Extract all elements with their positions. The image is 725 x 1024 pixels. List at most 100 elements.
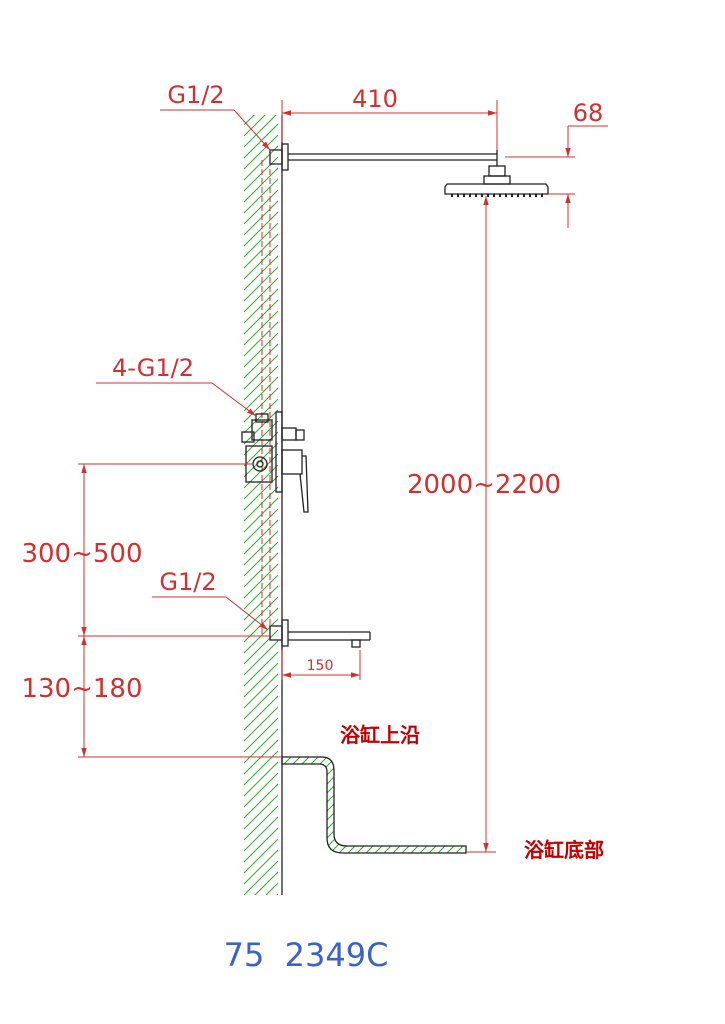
hatch-line [244,222,278,258]
dim-head-height-label: 2000~2200 [407,470,561,500]
hatch-line [244,387,278,423]
hatch-line [244,115,255,126]
hatch-line [244,662,278,698]
hatch-line [282,757,466,850]
dim-spout-height-label: 130~180 [21,674,142,704]
hatch-line [244,794,278,830]
hatch-line [244,761,278,797]
hatch-line [244,299,278,335]
hatch-line [244,343,278,379]
hatch-line [280,560,470,750]
hatch-line [244,442,278,478]
hatch-line [282,757,466,853]
dim-valve-height-label: 300~500 [21,539,142,569]
hatch-line [282,829,466,853]
hatch-line [282,757,466,814]
hatch-line [244,651,278,687]
hatch-line [244,255,278,291]
hatch-line [244,816,278,852]
bath-spout [269,619,371,648]
hatch-line [244,728,278,764]
dim-left-heights [78,463,282,758]
hatch-line [244,310,278,346]
hatch-line [244,321,278,357]
hatch-line [244,497,278,533]
hatch-line [244,145,278,181]
hatch-line [244,288,278,324]
hatch-line [244,838,278,874]
hatch-line [244,673,278,709]
conn-valve-label: 4-G1/2 [112,354,194,382]
hatch-line [282,757,466,796]
hatch-line [276,893,278,895]
conn-spout-label: G1/2 [159,568,216,596]
hatch-line [244,508,278,544]
tub-bottom-label: 浴缸底部 [524,838,604,862]
hatch-line [282,757,466,853]
shower-arm [269,143,498,171]
hatch-line [244,805,278,841]
dim-arm-length-label: 410 [352,85,398,113]
hatch-line [244,123,278,159]
hatch-line [244,354,278,390]
hatch-line [244,860,278,895]
shower-head [444,165,549,197]
dim-head-drop-label: 68 [573,99,604,127]
hatch-line [244,365,278,401]
hatch-line [244,420,278,456]
hatch-line [244,115,277,148]
hatch-line [244,80,278,114]
hatch-line [244,134,278,170]
hatch-line [244,541,278,577]
hatch-line [244,552,278,588]
dim-spout-length-label: 150 [307,658,334,674]
hatch-line [244,706,278,742]
hatch-line [244,574,278,610]
hatch-line [265,882,278,895]
hatch-line [244,409,278,445]
tub-rim-label: 浴缸上沿 [340,723,420,747]
model-number: 75 2349C [224,936,389,974]
hatch-line [244,585,278,621]
hatch-line [244,167,278,203]
hatch-line [244,244,278,280]
hatch-line [244,684,278,720]
hatch-line [282,757,466,805]
hatch-line [244,332,278,368]
dim-head-drop [505,125,608,228]
wall-hatching [244,80,278,895]
dim-arm-length [281,100,498,150]
hatch-line [282,838,466,853]
hatch-line [244,849,278,885]
hatch-line [244,827,278,863]
hatch-line [244,211,278,247]
hatch-line [244,398,278,434]
hatch-line [244,640,278,676]
hatch-line [244,519,278,555]
mixer-valve [241,411,309,513]
hatch-line [282,766,466,853]
hatch-line [244,695,278,731]
hatch-line [244,717,278,753]
hatch-line [244,376,278,412]
hatch-line [244,115,266,137]
hatch-line [244,596,278,632]
hatch-line [244,266,278,302]
hatch-line [244,200,278,236]
hatch-line [244,189,278,225]
hatch-line [244,750,278,786]
hatch-line [282,757,466,853]
hatch-line [244,233,278,269]
conn-top-label: G1/2 [167,81,224,109]
hatch-line [244,156,278,192]
hatch-line [282,757,466,778]
hatch-line [244,563,278,599]
hatch-line [244,178,278,214]
hatch-line [244,475,278,511]
hatch-line [244,629,278,665]
hatch-line [282,757,466,853]
leader-lines [96,109,271,631]
hatch-line [244,277,278,313]
dim-spout-length [281,650,361,680]
